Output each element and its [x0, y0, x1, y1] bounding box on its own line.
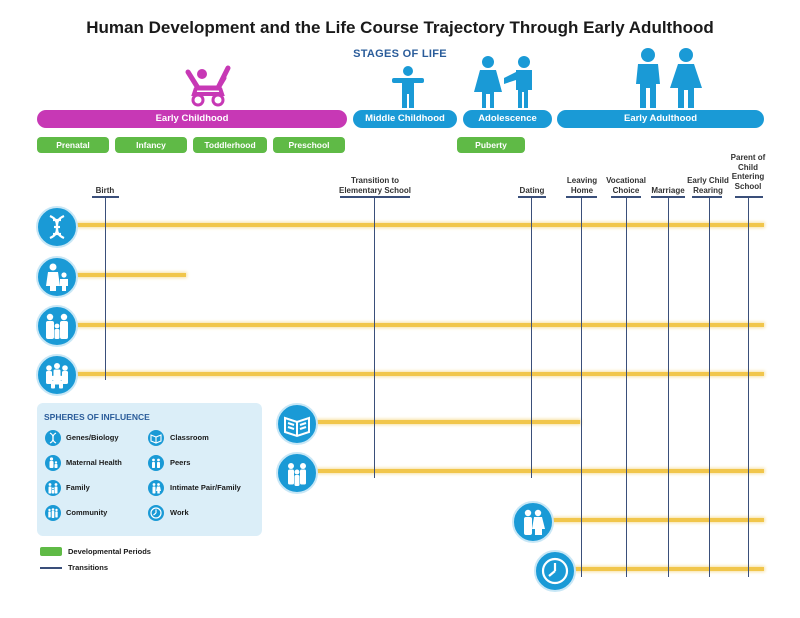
- transition-line-early-child-rearing: [709, 196, 711, 577]
- developmental-periods-swatch: [40, 547, 62, 556]
- bar-peers: [314, 469, 764, 473]
- transition-label-early-child-rearing: Early Child Rearing: [687, 176, 729, 195]
- transition-line-marriage: [668, 196, 670, 577]
- mother-child-icon: [45, 455, 61, 471]
- stage-middle-childhood: Middle Childhood: [353, 110, 457, 128]
- mother-child-icon: [36, 256, 78, 298]
- teens-icon: [474, 56, 532, 108]
- stage-adolescence: Adolescence: [463, 110, 552, 128]
- stroller-icon: [185, 65, 231, 107]
- sphere-label-community: Community: [66, 508, 108, 517]
- community-icon: [36, 354, 78, 396]
- bar-classroom: [314, 420, 580, 424]
- period-prenatal: Prenatal: [37, 137, 109, 153]
- transition-line-birth: [105, 196, 107, 380]
- child-arms-out-icon: [392, 66, 424, 108]
- transitions-key-label: Transitions: [68, 563, 109, 572]
- transition-label-leaving-home: Leaving Home: [566, 176, 598, 195]
- page-title: Human Development and the Life Course Tr…: [86, 18, 714, 37]
- transition-line-parent-of-child: [748, 196, 750, 577]
- sphere-label-maternal-health: Maternal Health: [66, 458, 122, 467]
- dna-icon: [45, 430, 61, 446]
- bar-community: [72, 372, 764, 376]
- sphere-label-classroom: Classroom: [170, 433, 209, 442]
- clock-icon: [148, 505, 164, 521]
- transition-underline: [692, 196, 722, 198]
- couple-icon: [148, 480, 164, 496]
- sphere-label-peers: Peers: [170, 458, 191, 467]
- transition-line-vocational-choice: [626, 196, 628, 577]
- couple-icon: [512, 501, 554, 543]
- bar-intimate-pair: [550, 518, 764, 522]
- book-icon: [276, 403, 318, 445]
- sphere-label-genes: Genes/Biology: [66, 433, 119, 442]
- transition-line-elementary-school: [374, 196, 376, 478]
- book-icon: [148, 430, 164, 446]
- bar-family: [72, 323, 764, 327]
- peers-icon: [276, 452, 318, 494]
- family-icon: [36, 305, 78, 347]
- sphere-label-family: Family: [66, 483, 90, 492]
- sphere-label-intimate-pair: Intimate Pair/Family: [170, 483, 241, 492]
- stage-early-adulthood: Early Adulthood: [557, 110, 764, 128]
- period-puberty: Puberty: [457, 137, 525, 153]
- stages-of-life-label: STAGES OF LIFE: [353, 48, 447, 60]
- transition-label-birth: Birth: [95, 186, 115, 195]
- family-icon: [45, 480, 61, 496]
- adults-icon: [636, 48, 702, 108]
- transition-label-parent-of-child-entering-school: Parent of Child Entering School: [730, 153, 766, 191]
- transitions-swatch: [40, 567, 62, 569]
- period-infancy: Infancy: [115, 137, 187, 153]
- bar-maternal-health: [72, 273, 186, 277]
- dna-icon: [36, 206, 78, 248]
- transition-line-dating: [531, 196, 533, 478]
- transition-line-leaving-home: [581, 196, 583, 577]
- clock-icon: [534, 550, 576, 592]
- spheres-legend-title: SPHERES OF INFLUENCE: [44, 412, 150, 422]
- period-preschool: Preschool: [273, 137, 345, 153]
- transition-label-marriage: Marriage: [651, 186, 685, 195]
- sphere-label-work: Work: [170, 508, 189, 517]
- bar-genes-biology: [72, 223, 764, 227]
- transition-label-elementary-school: Transition to Elementary School: [338, 176, 412, 195]
- community-icon: [45, 505, 61, 521]
- stage-early-childhood: Early Childhood: [37, 110, 347, 128]
- transition-label-dating: Dating: [519, 186, 545, 195]
- peers-icon: [148, 455, 164, 471]
- transition-label-vocational-choice: Vocational Choice: [606, 176, 646, 195]
- developmental-periods-key-label: Developmental Periods: [68, 547, 151, 556]
- period-toddlerhood: Toddlerhood: [193, 137, 267, 153]
